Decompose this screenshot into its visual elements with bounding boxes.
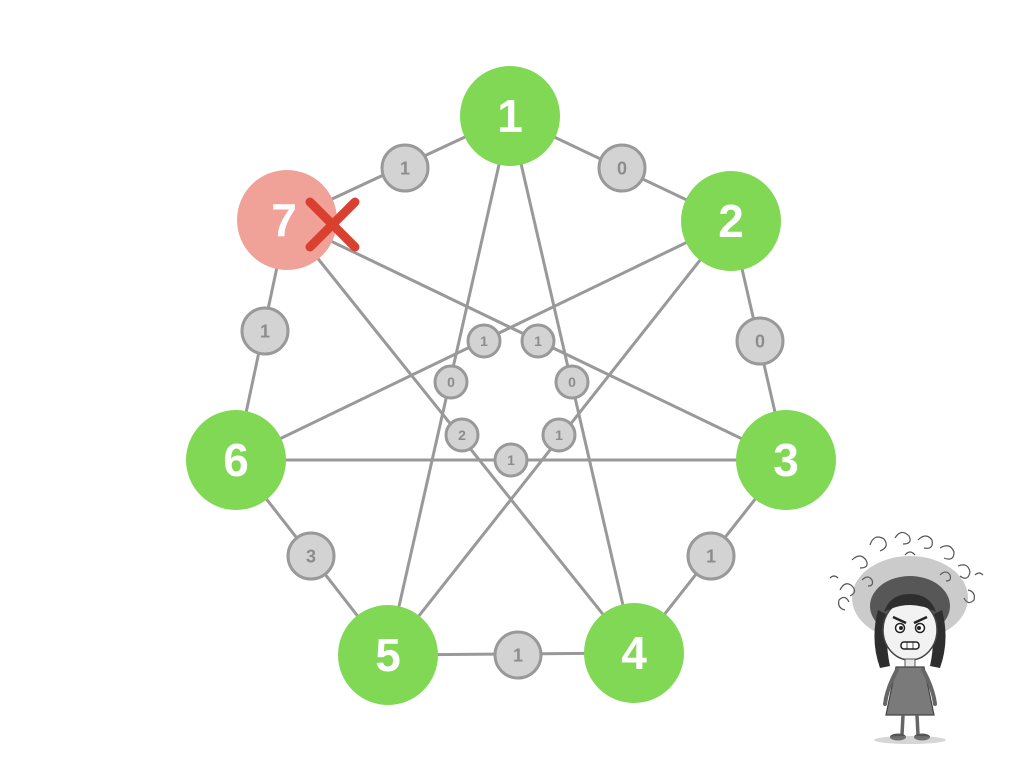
node-label: 4: [621, 627, 647, 679]
edge-weight-label: 1: [513, 645, 523, 665]
face: [882, 599, 938, 661]
edge-weight-badge: 0: [433, 364, 469, 400]
edge-weight-label: 2: [458, 427, 466, 443]
edge-weight-badge: 1: [493, 630, 543, 680]
edge-weight-label: 1: [507, 452, 515, 468]
edge-weight-label: 0: [568, 374, 576, 390]
edge-weight-badge: 1: [380, 143, 430, 193]
edge-weight-label: 0: [755, 331, 765, 351]
edge-weight-label: 1: [480, 333, 488, 349]
edge-weight-badge: 1: [466, 323, 502, 359]
node-circle: [681, 171, 781, 271]
weight-circle: [541, 417, 577, 453]
edge-weight-label: 1: [555, 427, 563, 443]
node-2[interactable]: 2: [681, 171, 781, 271]
weight-circle: [466, 323, 502, 359]
edge-weight-label: 0: [617, 158, 627, 178]
swirly-hair: [829, 531, 984, 611]
edge-weight-badge: 1: [493, 442, 529, 478]
edge-weight-label: 1: [706, 546, 716, 566]
edge-weight-badge: 0: [735, 316, 785, 366]
edge-weight-badge: 1: [541, 417, 577, 453]
node-5[interactable]: 5: [338, 605, 438, 705]
edge-weight-label: 1: [534, 333, 542, 349]
node-label: 1: [497, 90, 523, 142]
frustrated-girl-illustration: [829, 531, 984, 744]
node-4[interactable]: 4: [584, 603, 684, 703]
node-3[interactable]: 3: [736, 410, 836, 510]
node-circle: [460, 66, 560, 166]
edge-weight-label: 3: [306, 546, 316, 566]
weight-circle: [686, 531, 736, 581]
weight-circle: [597, 143, 647, 193]
weight-circle: [493, 630, 543, 680]
node-label: 2: [718, 195, 744, 247]
node-circle: [186, 410, 286, 510]
node-label: 6: [223, 434, 249, 486]
weight-circle: [433, 364, 469, 400]
edge-weight-badge: 0: [554, 364, 590, 400]
edge-weight-badge: 1: [520, 323, 556, 359]
weight-circle: [444, 417, 480, 453]
removed-mark-icon: [305, 197, 360, 252]
edge-weight-label: 1: [400, 158, 410, 178]
node-1[interactable]: 1: [460, 66, 560, 166]
nodes-layer: 1 2 3 4 5 6 7: [186, 66, 836, 705]
weight-circle: [240, 306, 290, 356]
edge-weight-badge: 0: [597, 143, 647, 193]
node-circle: [584, 603, 684, 703]
edge-weight-label: 1: [260, 321, 270, 341]
node-6[interactable]: 6: [186, 410, 286, 510]
node-label: 3: [773, 434, 799, 486]
weight-circle: [554, 364, 590, 400]
weight-circle: [380, 143, 430, 193]
edge-weight-badge: 1: [686, 531, 736, 581]
weight-circle: [493, 442, 529, 478]
node-circle: [736, 410, 836, 510]
node-label: 5: [375, 629, 401, 681]
edge-weight-label: 0: [447, 374, 455, 390]
weight-circle: [286, 531, 336, 581]
weight-circle: [735, 316, 785, 366]
edge-weights-layer: 1 0 0 1 1 3 1 0 0 1 1 1 2 1: [240, 143, 785, 680]
edge-weight-badge: 3: [286, 531, 336, 581]
edge-weight-badge: 1: [240, 306, 290, 356]
weight-circle: [520, 323, 556, 359]
edge-weight-badge: 2: [444, 417, 480, 453]
node-circle: [338, 605, 438, 705]
node-label: 7: [271, 194, 297, 246]
